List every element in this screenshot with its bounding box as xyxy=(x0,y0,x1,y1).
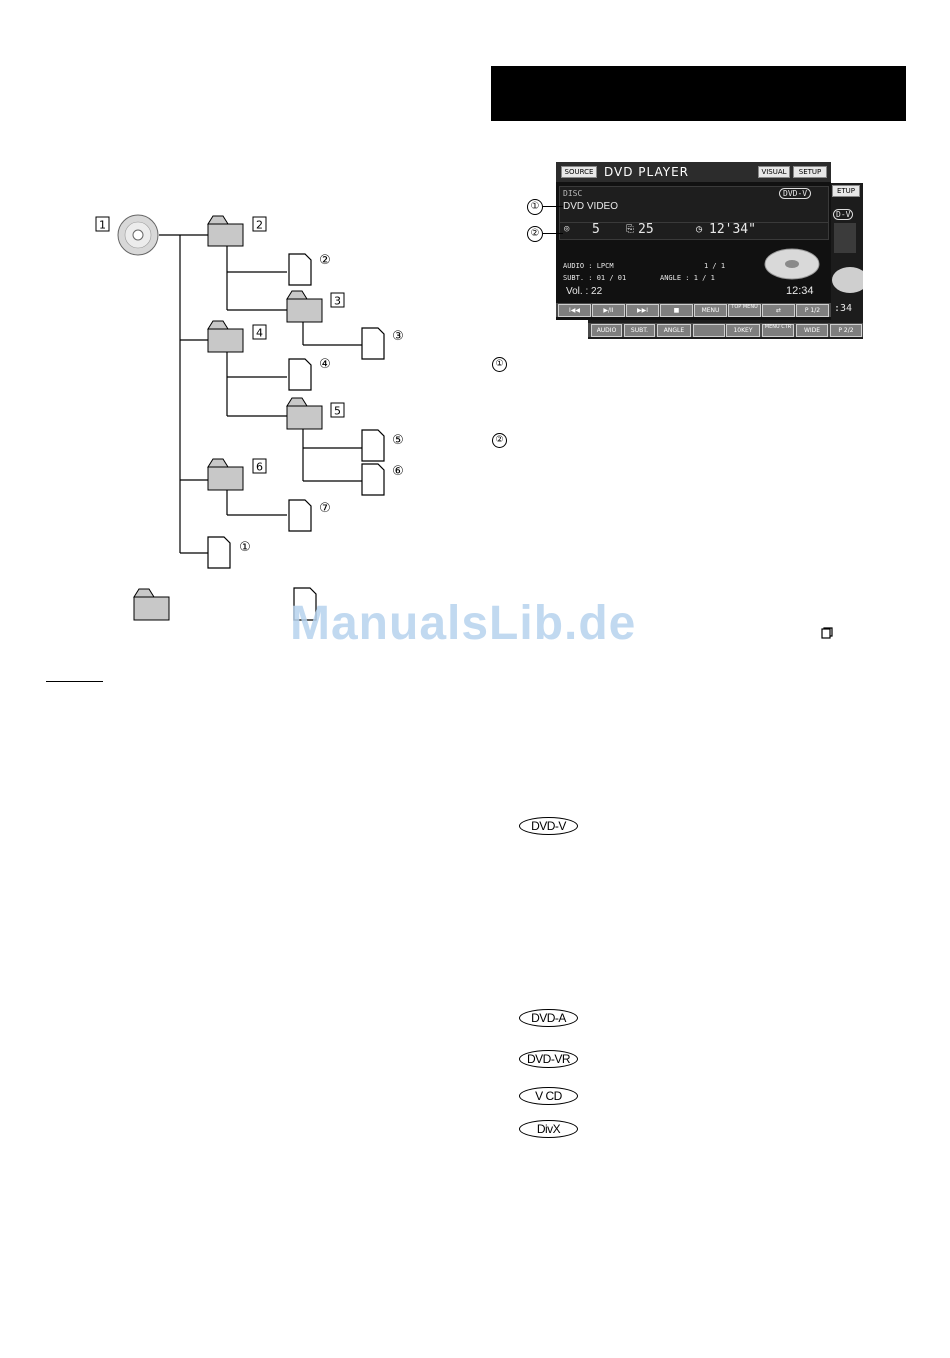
legend-icons xyxy=(133,587,317,621)
folder-icon xyxy=(133,588,170,621)
audio-info: AUDIO : LPCM xyxy=(563,262,614,270)
file-icon xyxy=(361,463,385,496)
folder-icon xyxy=(286,397,323,430)
folder-label: 1 xyxy=(99,219,106,232)
folder-label: 4 xyxy=(256,327,263,340)
list-marker-1: ① xyxy=(492,357,507,372)
clock-back: :34 xyxy=(834,303,853,314)
repeat-button[interactable]: ⇄ xyxy=(762,304,795,317)
dvd-audio-badge: DVD-A xyxy=(519,1009,578,1027)
folder-icon xyxy=(207,215,244,247)
volume-info: Vol. : 22 xyxy=(566,286,603,297)
next-button[interactable]: ▶▶I xyxy=(626,304,659,317)
file-icon xyxy=(288,358,312,391)
file-icon xyxy=(361,429,385,462)
clock: 12:34 xyxy=(786,285,814,297)
section-header-bar xyxy=(491,66,906,121)
menu-ctrl-button[interactable]: MENU CTR xyxy=(762,324,794,337)
disc-type-badge: DVD-V xyxy=(779,188,812,199)
control-row-2: AUDIO SUBT. ANGLE 10KEY MENU CTR WIDE P … xyxy=(588,323,863,337)
folder-icon xyxy=(286,290,323,323)
angle-button[interactable]: ANGLE xyxy=(657,324,691,337)
file-icon xyxy=(288,253,312,286)
play-pause-button[interactable]: ▶/II xyxy=(592,304,625,317)
folder-label: 5 xyxy=(334,405,341,418)
disc-icon xyxy=(117,214,159,256)
file-label: ④ xyxy=(319,357,331,372)
folder-tree-diagram: 1 2 3 4 5 6 ② ③ ④ ⑤ ⑥ ⑦ ① xyxy=(95,214,404,569)
note-icon xyxy=(821,627,833,639)
disc-label: DISC xyxy=(563,189,583,198)
file-label: ② xyxy=(319,253,331,268)
file-icon xyxy=(288,499,312,532)
disc-name: DVD VIDEO xyxy=(563,201,619,212)
source-button[interactable]: SOURCE xyxy=(561,166,597,178)
section-rule xyxy=(46,681,103,682)
callout-1: ① xyxy=(527,199,543,215)
disc-graphic xyxy=(764,248,820,280)
stop-button[interactable]: ■ xyxy=(660,304,693,317)
folder-label: 6 xyxy=(256,461,263,474)
disc-graphic xyxy=(832,267,863,293)
title-icon: ⎘ xyxy=(626,224,634,235)
control-row-1: I◀◀ ▶/II ▶▶I ■ MENU TOP MENU ⇄ P 1/2 xyxy=(556,303,831,317)
audio-count: 1 / 1 xyxy=(704,262,726,270)
file-label: ③ xyxy=(392,329,404,344)
disc-type-badge-back: D-V xyxy=(833,209,854,220)
file-icon xyxy=(361,327,385,360)
chapter-number: 5 xyxy=(592,222,600,237)
divx-badge: DivX xyxy=(519,1120,578,1138)
callout-2: ② xyxy=(527,226,543,242)
callout-line xyxy=(543,233,563,234)
setup-button-back[interactable]: ETUP xyxy=(832,185,860,197)
ten-key-button[interactable]: 10KEY xyxy=(726,324,760,337)
subtitle-button[interactable]: SUBT. xyxy=(624,324,655,337)
page-1-button[interactable]: P 1/2 xyxy=(796,304,829,317)
audio-button[interactable]: AUDIO xyxy=(591,324,622,337)
dvd-vr-badge: DVD-VR xyxy=(519,1050,578,1068)
subtitle-info: SUBT. : 01 / 01 xyxy=(563,274,627,282)
elapsed-time: 12'34" xyxy=(709,222,756,237)
title-number: 25 xyxy=(638,222,654,237)
previous-button[interactable]: I◀◀ xyxy=(558,304,591,317)
watermark: ManualsLib.de xyxy=(290,597,637,650)
video-cd-badge: V CD xyxy=(519,1087,578,1105)
file-label: ① xyxy=(239,540,251,555)
file-icon xyxy=(207,536,231,569)
setup-button[interactable]: SETUP xyxy=(793,166,827,178)
file-label: ⑥ xyxy=(392,464,404,479)
folder-icon xyxy=(207,320,244,353)
file-label: ⑦ xyxy=(319,501,331,516)
blank-button[interactable] xyxy=(693,324,725,337)
page-2-button[interactable]: P 2/2 xyxy=(830,324,862,337)
angle-info: ANGLE : 1 / 1 xyxy=(660,274,715,282)
screen-panel xyxy=(834,223,856,253)
screen-title: DVD PLAYER xyxy=(604,165,690,179)
dvd-video-badge: DVD-V xyxy=(519,817,578,835)
folder-label: 3 xyxy=(334,295,341,308)
wide-button[interactable]: WIDE xyxy=(796,324,828,337)
folder-icon xyxy=(207,458,244,491)
file-icon xyxy=(293,587,317,621)
visual-button[interactable]: VISUAL xyxy=(758,166,790,178)
list-marker-2: ② xyxy=(492,433,507,448)
callout-line xyxy=(543,206,563,207)
playback-band xyxy=(559,222,829,240)
chapter-icon: ◎ xyxy=(564,224,570,234)
dvd-screen-page1: SOURCE DVD PLAYER VISUAL SETUP DISC DVD-… xyxy=(556,162,831,320)
folder-label: 2 xyxy=(256,219,263,232)
file-label: ⑤ xyxy=(392,433,404,448)
clock-icon: ◷ xyxy=(696,224,703,235)
menu-button[interactable]: MENU xyxy=(694,304,727,317)
screen-title-bar: SOURCE DVD PLAYER VISUAL SETUP xyxy=(556,162,831,182)
top-menu-button[interactable]: TOP MENU xyxy=(728,304,761,317)
